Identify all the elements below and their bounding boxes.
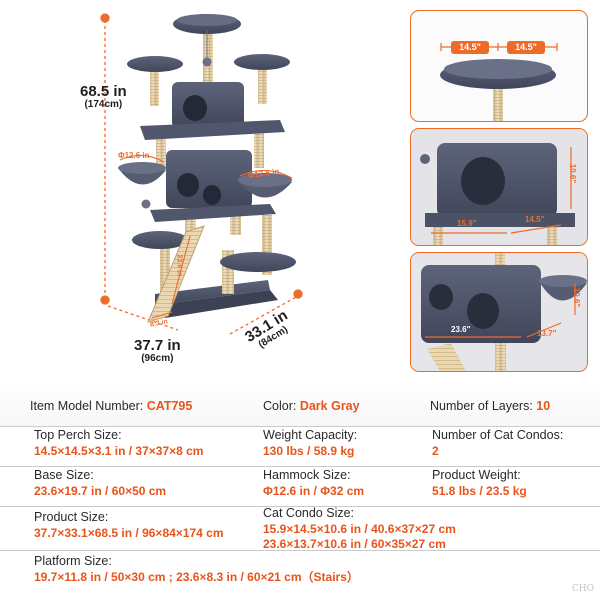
- spec-condos: Number of Cat Condos: 2: [432, 428, 563, 459]
- spec-value: CAT795: [146, 399, 193, 413]
- scratch-ramp: [147, 225, 205, 323]
- row-divider: [0, 550, 600, 551]
- detail-panel-big-condo: 10.6" 23.6" 13.7": [410, 252, 588, 372]
- condo-depth-label: 15.9": [457, 219, 477, 228]
- row-divider: [0, 506, 600, 507]
- spec-row-1: Top Perch Size: 14.5×14.5×3.1 in / 37×37…: [0, 426, 600, 466]
- spec-row-3: Product Size: 37.7×33.1×68.5 in / 96×84×…: [0, 506, 600, 552]
- row-divider: [0, 426, 600, 427]
- cat-tree-illustration: [100, 13, 303, 335]
- spec-value-secondary: 23.6×13.7×10.6 in / 60×35×27 cm: [263, 536, 446, 551]
- ramp-length-label: 23.6 in: [175, 254, 183, 277]
- condo-height-label: 10.6": [568, 163, 578, 184]
- spec-value: 37.7×33.1×68.5 in / 96×84×174 cm: [34, 525, 224, 540]
- depth-inch: 37.7 in: [134, 337, 181, 354]
- big-condo-height-label: 10.6": [572, 287, 582, 308]
- spec-label: Product Size:: [34, 510, 109, 524]
- bottom-platform: [220, 252, 296, 272]
- big-condo-width-label: 23.6": [451, 325, 471, 334]
- spec-weight-capacity: Weight Capacity: 130 lbs / 58.9 kg: [263, 428, 357, 459]
- dimension-lines: [100, 13, 303, 335]
- spec-base-size: Base Size: 23.6×19.7 in / 60×50 cm: [34, 468, 166, 499]
- condo-width-label: 14.5": [525, 215, 545, 224]
- detail-panel-top-perch: 14.5" 14.5": [410, 10, 588, 122]
- spec-value: 15.9×14.5×10.6 in / 40.6×37×27 cm: [263, 521, 456, 536]
- height-inch: 68.5 in: [80, 83, 127, 100]
- spec-table: Item Model Number: CAT795 Color: Dark Gr…: [0, 380, 600, 600]
- upper-condo: [172, 82, 244, 128]
- product-image-area: 68.5 in (174cm) 37.7 in (96cm) 33.1 in (…: [80, 10, 588, 372]
- spec-value: 14.5×14.5×3.1 in / 37×37×8 cm: [34, 443, 204, 458]
- spec-label: Color:: [263, 399, 300, 413]
- spec-condo-size: Cat Condo Size: 15.9×14.5×10.6 in / 40.6…: [263, 506, 456, 552]
- spec-label: Number of Layers:: [430, 399, 537, 413]
- perch-left-label: 14.5": [459, 42, 481, 52]
- spec-value: 10: [536, 399, 551, 413]
- spec-value: Dark Gray: [299, 399, 360, 413]
- spec-label: Number of Cat Condos:: [432, 428, 564, 442]
- spec-layers: Number of Layers: 10: [430, 396, 550, 416]
- spec-value: 19.7×11.8 in / 50×30 cm ; 23.6×8.3 in / …: [34, 569, 359, 584]
- spec-label: Platform Size:: [34, 554, 112, 568]
- spec-value: 23.6×19.7 in / 60×50 cm: [34, 483, 167, 498]
- spec-value: Φ12.6 in / Φ32 cm: [263, 483, 365, 498]
- spec-top-perch: Top Perch Size: 14.5×14.5×3.1 in / 37×37…: [34, 428, 203, 459]
- spec-product-weight: Product Weight: 51.8 lbs / 23.5 kg: [432, 468, 527, 499]
- spec-model-number: Item Model Number: CAT795: [30, 396, 192, 416]
- spec-color: Color: Dark Gray: [263, 396, 360, 416]
- spec-row-2: Base Size: 23.6×19.7 in / 60×50 cm Hammo…: [0, 466, 600, 506]
- spec-label: Top Perch Size:: [34, 428, 122, 442]
- watermark: CHO: [571, 584, 594, 594]
- spec-row-basic: Item Model Number: CAT795 Color: Dark Gr…: [0, 380, 600, 426]
- height-cm: (174cm): [84, 99, 123, 110]
- right-perch: [234, 54, 290, 70]
- perch-right-label: 14.5": [515, 42, 537, 52]
- left-perch: [127, 56, 183, 72]
- spec-label: Cat Condo Size:: [263, 506, 355, 520]
- spec-label: Product Weight:: [432, 468, 521, 482]
- big-condo-depth-label: 13.7": [537, 329, 557, 338]
- spec-value: 130 lbs / 58.9 kg: [263, 443, 355, 458]
- spec-platform-size: Platform Size: 19.7×11.8 in / 50×30 cm ;…: [34, 554, 359, 585]
- spec-product-size: Product Size: 37.7×33.1×68.5 in / 96×84×…: [34, 510, 224, 541]
- left-hammock-label: Φ12.6 in: [118, 151, 150, 160]
- height-dimension: 68.5 in (174cm): [80, 84, 127, 110]
- depth-dimension: 37.7 in (96cm): [134, 338, 181, 364]
- spec-value: 51.8 lbs / 23.5 kg: [432, 483, 527, 498]
- spec-row-4: Platform Size: 19.7×11.8 in / 50×30 cm ;…: [0, 550, 600, 600]
- spec-hammock-size: Hammock Size: Φ12.6 in / Φ32 cm: [263, 468, 364, 499]
- spec-value: 2: [432, 443, 439, 458]
- depth-cm: (96cm): [141, 353, 174, 364]
- spec-label: Item Model Number:: [30, 399, 147, 413]
- base-board: [155, 290, 278, 318]
- detail-panel-upper-condo: 10.6" 15.9" 14.5": [410, 128, 588, 246]
- spec-label: Base Size:: [34, 468, 94, 482]
- spec-label: Hammock Size:: [263, 468, 351, 482]
- row-divider: [0, 466, 600, 467]
- spec-label: Weight Capacity:: [263, 428, 358, 442]
